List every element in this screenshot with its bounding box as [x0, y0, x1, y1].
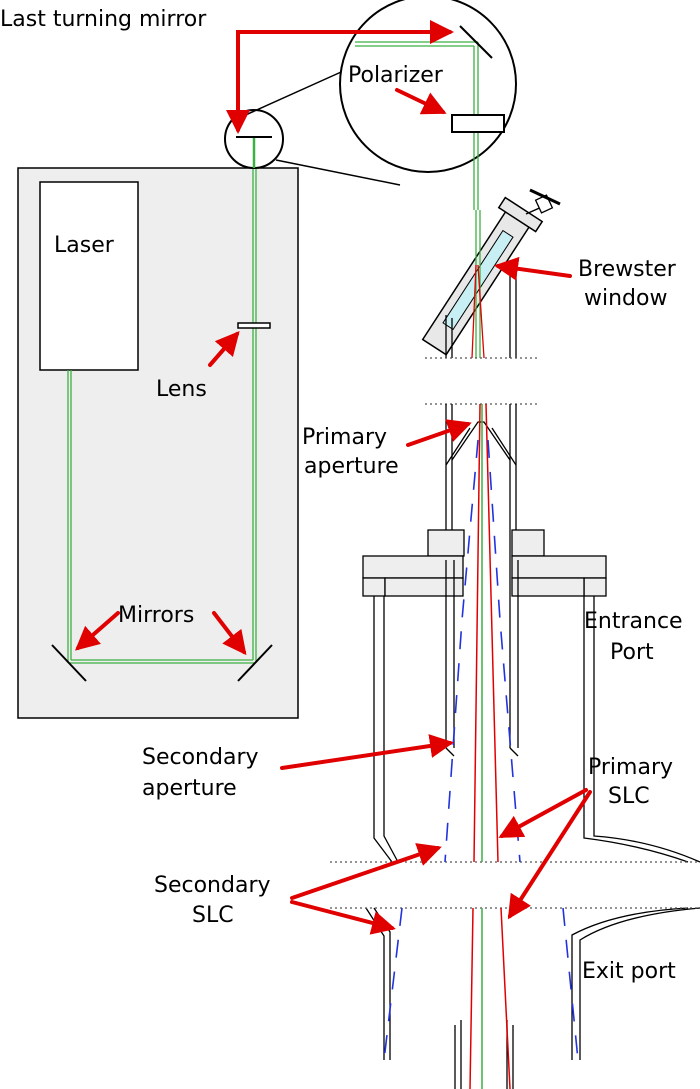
label-entrance-port-1: Entrance [584, 609, 683, 634]
brewster-window-assembly [421, 188, 561, 358]
laser-enclosure [17, 167, 299, 719]
label-lens: Lens [156, 377, 207, 402]
label-primary-slc-2: SLC [608, 784, 650, 809]
mirror-right [237, 644, 273, 682]
label-primary-aperture-2: aperture [304, 454, 399, 479]
mirror-left [51, 644, 87, 682]
label-secondary-aperture-2: aperture [142, 776, 237, 801]
label-last-turning-mirror: Last turning mirror [0, 7, 207, 32]
chamber-walls [365, 560, 700, 1089]
label-primary-slc-1: Primary [588, 755, 673, 780]
label-window: window [584, 286, 667, 311]
laser-beam-path [67, 137, 257, 664]
label-exit-port: Exit port [582, 959, 676, 984]
laser-box [39, 181, 139, 371]
label-secondary-slc-1: Secondary [154, 873, 271, 898]
label-entrance-port-2: Port [610, 640, 654, 665]
zoom-mirror [459, 25, 493, 59]
label-polarizer: Polarizer [348, 63, 444, 88]
labels: Last turning mirror Polarizer Laser Lens… [0, 7, 683, 984]
label-primary-aperture-1: Primary [302, 425, 387, 450]
polarizer [451, 114, 505, 133]
label-brewster: Brewster [578, 257, 677, 282]
label-laser: Laser [54, 233, 115, 258]
label-mirrors: Mirrors [118, 603, 194, 628]
main-beam-lines [469, 403, 511, 1089]
entrance-flange [362, 529, 607, 597]
lens [237, 322, 271, 329]
trajectory-dashed [383, 439, 579, 1061]
label-secondary-aperture-1: Secondary [142, 745, 259, 770]
label-secondary-slc-2: SLC [192, 903, 234, 928]
annotation-arrows [74, 20, 592, 935]
